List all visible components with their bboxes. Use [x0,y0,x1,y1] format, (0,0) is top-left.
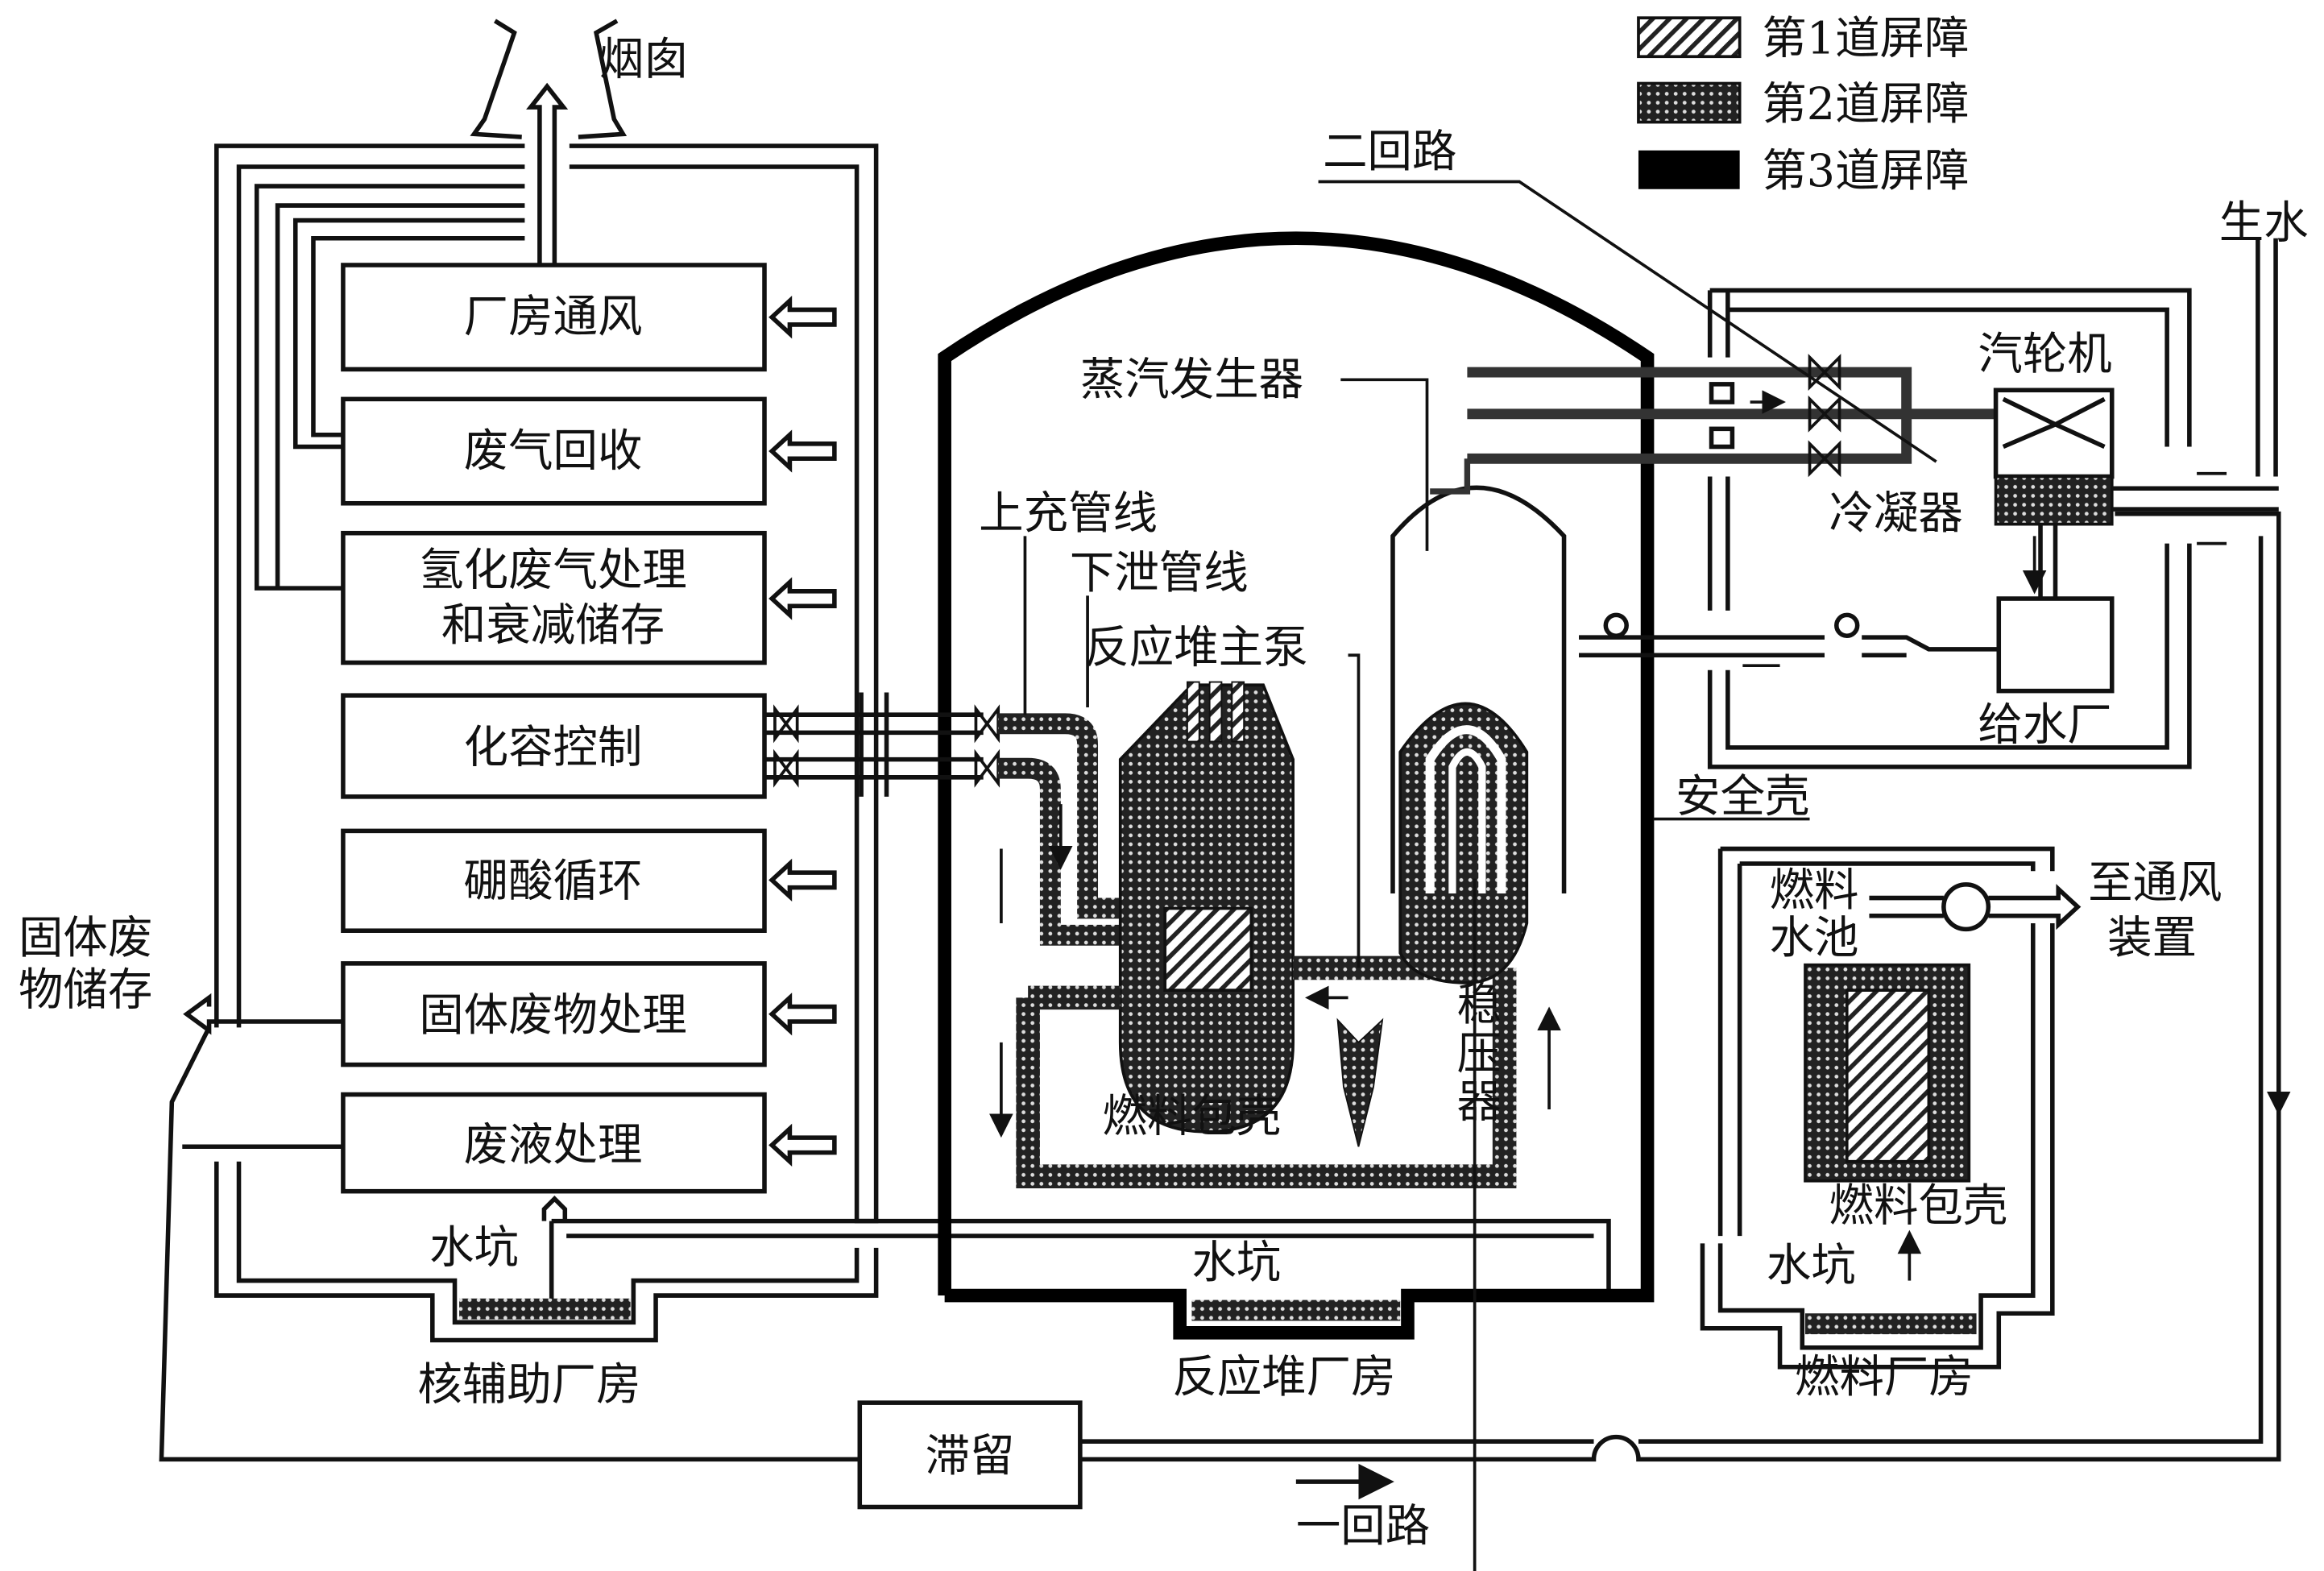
sump-fuel-label: 水坑 [1767,1241,1856,1292]
turbine-label: 汽轮机 [1978,329,2111,380]
aux-building-label: 核辅助厂房 [417,1359,640,1411]
box-cvcs-label: 化容控制 [464,722,643,773]
retention-label: 滞留 [926,1431,1015,1482]
containment: 安全壳 水坑 反应堆厂房 [938,231,1810,1403]
legend-label-barrier-3: 第3道屏障 [1762,146,1969,197]
legend-swatch-barrier-3 [1638,150,1740,189]
containment-label: 安全壳 [1676,771,1809,823]
letdown-line-label: 下泄管线 [1070,548,1249,599]
solid-waste-storage-label-1: 固体废 [19,913,152,964]
steam-generator-label: 蒸汽发生器 [1080,354,1303,406]
box-hydrogen-offgas-label-1: 氢化废气处理 [419,545,687,596]
legend-label-barrier-1: 第1道屏障 [1762,14,1969,65]
steam-generator: 蒸汽发生器 稳 压 器 [1080,354,1567,1571]
spent-fuel [1845,989,1931,1163]
secondary-loop-label: 二回路 [1323,126,1456,178]
fuel-cladding-reactor-label: 燃料包壳 [1103,1092,1282,1143]
feedwater-plant [1996,596,2115,694]
box-plant-ventilation [341,263,767,372]
aux-building-sump: 水坑 核辅助厂房 [214,1161,1611,1411]
pressurizer-label-1: 稳 [1456,980,1501,1031]
condenser-label: 冷凝器 [1829,488,1963,540]
box-boric-acid-label: 硼酸循环 [464,856,643,908]
charging-letdown-lines: 上充管线 下泄管线 [764,488,1249,1132]
fuel-building: 燃料 水池 至通风 装置 燃料包壳 水坑 燃料厂房 [1700,846,2291,1403]
legend-label-barrier-2: 第2道屏障 [1762,79,1969,131]
fuel-cladding-pool-label: 燃料包壳 [1829,1181,2008,1233]
feedwater-plant-label: 给水厂 [1978,700,2111,752]
raw-water-label: 生水 [2219,198,2309,250]
to-vent-label-1: 至通风 [2088,858,2222,910]
primary-loop-label: 一回路 [1296,1501,1430,1552]
box-plant-ventilation-label: 厂房通风 [464,292,643,343]
auxiliary-systems: 厂房通风 废气回收 氢化废气处理 和衰减储存 化容控制 硼酸循环 固体废物处理 … [19,263,837,1304]
solid-waste-storage-label-2: 物储存 [19,965,152,1017]
fuel-building-label: 燃料厂房 [1795,1352,1974,1403]
legend: 第1道屏障 第2道屏障 第3道屏障 [1637,14,1969,197]
box-liquid-waste-label: 废液处理 [464,1120,643,1171]
charging-line-label: 上充管线 [979,488,1158,540]
fuel-pool-label-2: 水池 [1770,913,1859,964]
box-hydrogen-offgas [341,530,767,665]
main-pump [1336,1018,1384,1147]
legend-swatch-barrier-2 [1637,81,1742,124]
condenser [1994,475,2114,526]
retention-box [857,1400,1083,1510]
box-solid-waste [341,961,767,1067]
to-vent-label-2: 装置 [2107,913,2197,964]
fuel-pool-label-1: 燃料 [1770,865,1859,917]
valve-icon [773,704,1000,788]
retention: 滞留 一回路 [857,692,1430,1552]
chimney: 烟囱 [470,19,689,266]
pressurizer-label-3: 器 [1456,1076,1501,1128]
pressurizer-label-2: 压 [1456,1029,1501,1080]
reactor-vessel: 反应堆主泵 燃料包壳 [1016,623,1517,1188]
main-pump-label: 反应堆主泵 [1084,623,1307,674]
box-solid-waste-label: 固体废物处理 [419,990,687,1042]
box-liquid-waste [341,1092,767,1194]
legend-swatch-barrier-1 [1637,16,1742,59]
box-cvcs [341,693,767,799]
secondary-loop: 二回路 生水 汽轮机 冷凝器 给水厂 [1318,126,2309,769]
box-offgas-recovery-label: 废气回收 [464,426,643,478]
sump-aux-label: 水坑 [429,1222,519,1274]
inflow-arrows [183,296,837,1304]
box-offgas-recovery [341,396,767,506]
reactor-building-label: 反应堆厂房 [1172,1352,1395,1403]
sump-reactor-label: 水坑 [1191,1237,1281,1289]
chimney-label: 烟囱 [599,34,689,85]
box-hydrogen-offgas-label-2: 和衰减储存 [441,600,665,652]
box-boric-acid [341,828,767,933]
fuel-core [1163,906,1253,992]
